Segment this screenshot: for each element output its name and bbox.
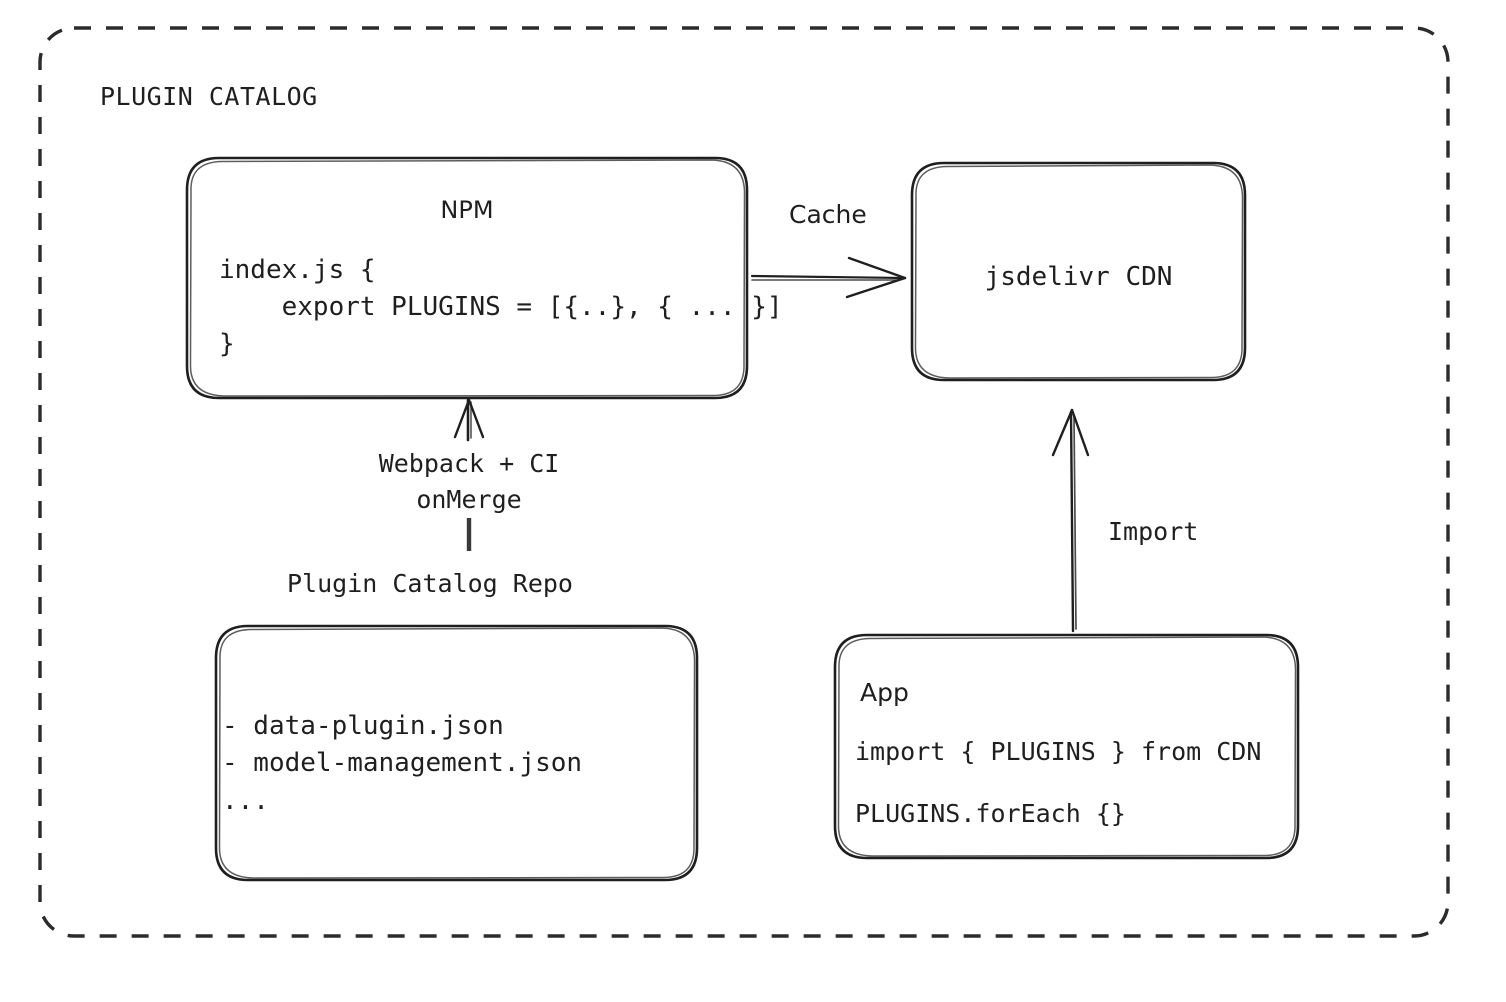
npm-box-title: NPM xyxy=(440,196,494,224)
build-edge-label: Webpack + CI onMerge xyxy=(378,449,560,514)
repo-box-file-list: - data-plugin.json - model-management.js… xyxy=(222,711,583,816)
import-edge-label: Import xyxy=(1108,517,1199,546)
app-box-code-foreach: PLUGINS.forEach {} xyxy=(855,799,1126,828)
app-box-code-import: import { PLUGINS } from CDN xyxy=(855,737,1262,766)
app-box-title: App xyxy=(860,678,909,707)
npm-box-code: index.js { export PLUGINS = [{..}, { ...… xyxy=(219,255,783,359)
plugin-catalog-title: PLUGIN CATALOG xyxy=(100,82,318,111)
cdn-box-title: jsdelivr CDN xyxy=(984,262,1173,292)
repo-box-title: Plugin Catalog Repo xyxy=(287,569,573,598)
cache-edge-label: Cache xyxy=(789,200,867,229)
import-arrow xyxy=(1051,408,1090,633)
